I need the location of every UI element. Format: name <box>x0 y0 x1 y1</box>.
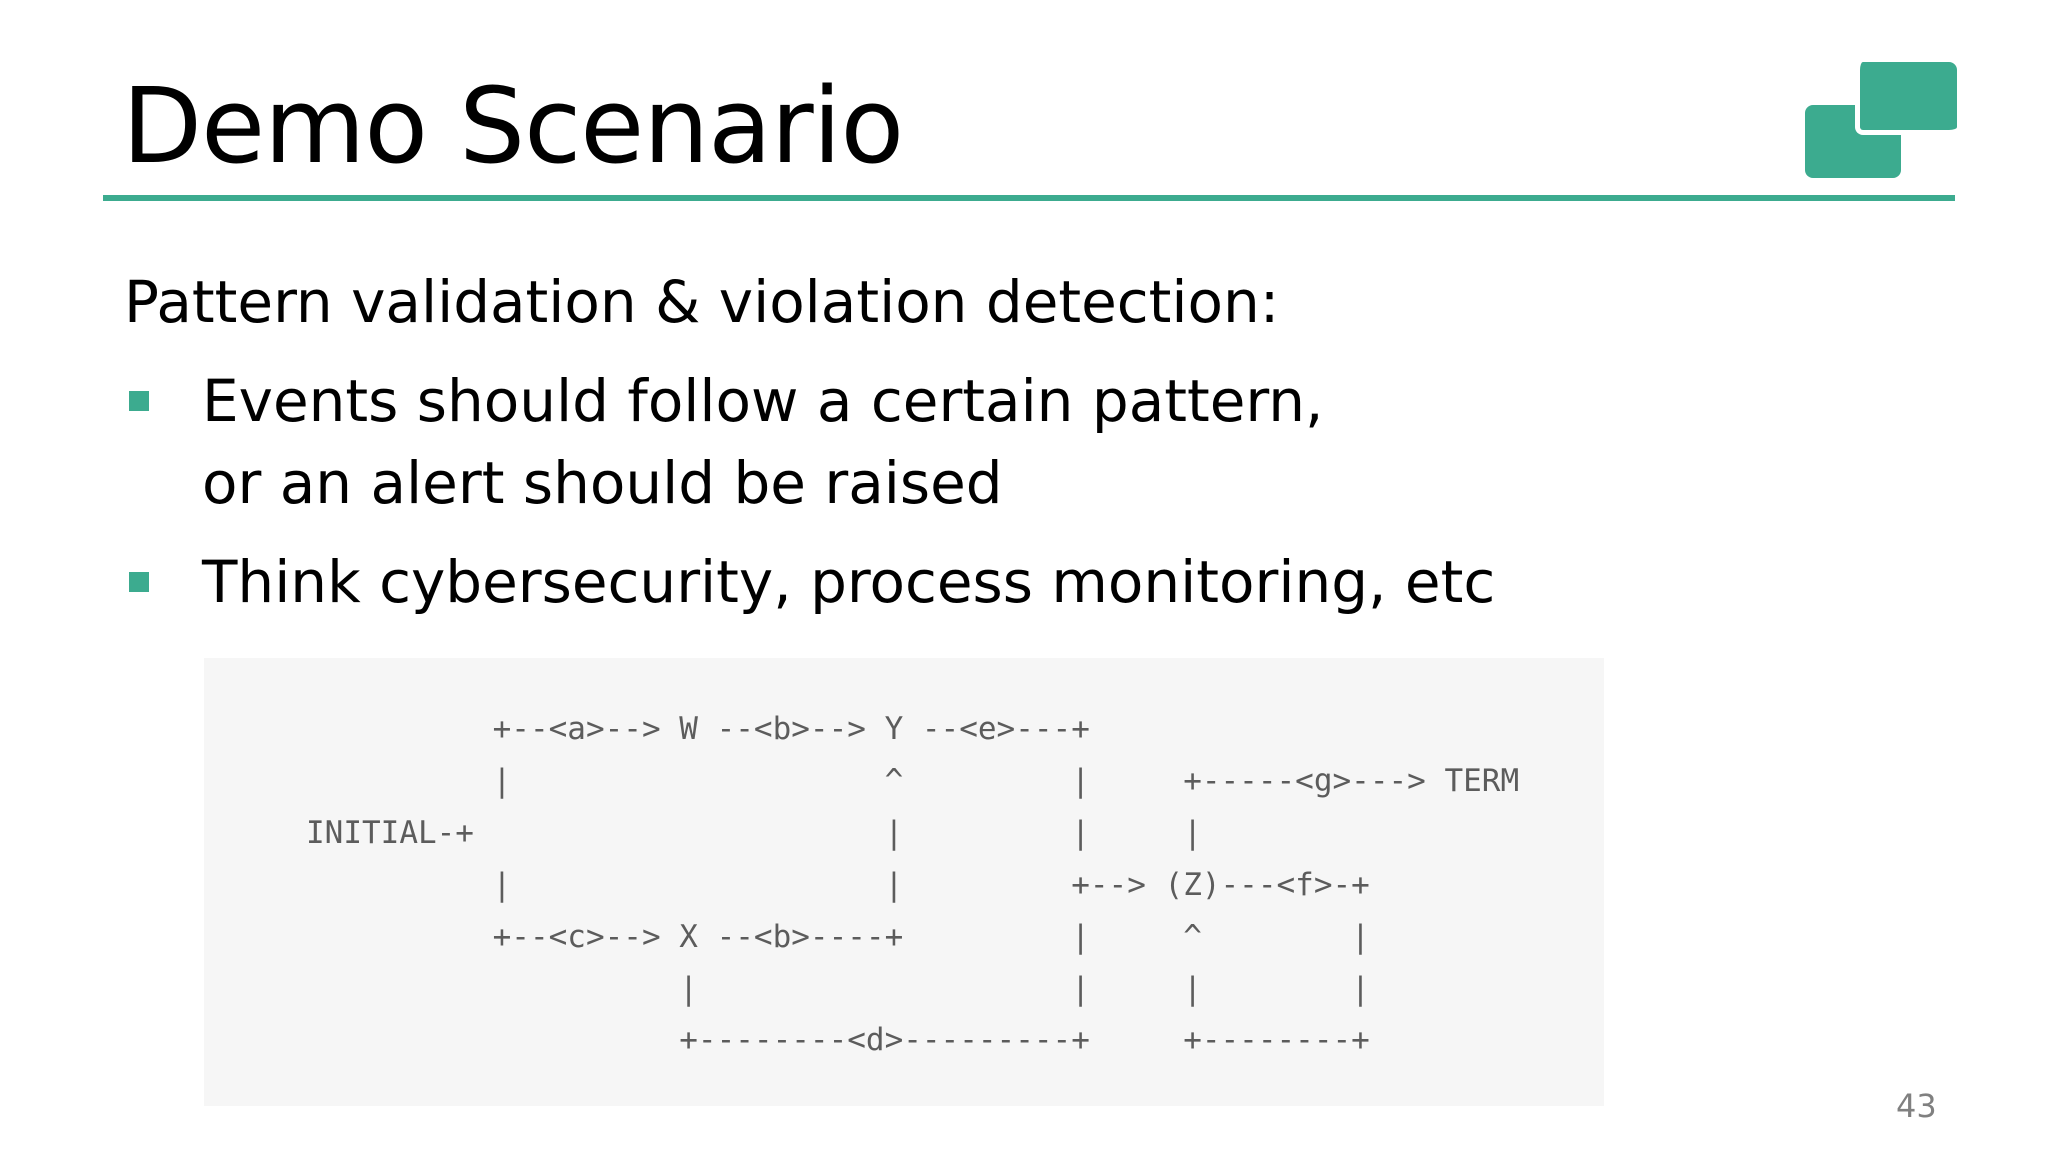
bullet-text: Events should follow a certain pattern, … <box>202 360 1323 524</box>
two-overlapping-rounded-rectangles-logo <box>1805 62 1957 178</box>
bullet-line: Events should follow a certain pattern, <box>202 367 1324 435</box>
logo-back-rectangle <box>1855 62 1957 135</box>
square-bullet-icon <box>129 391 149 411</box>
square-bullet-icon <box>129 572 149 592</box>
bullet-text: Think cybersecurity, process monitoring,… <box>202 541 1495 623</box>
bullet-line: Think cybersecurity, process monitoring,… <box>202 548 1496 616</box>
ascii-state-diagram: +--<a>--> W --<b>--> Y --<e>---+ | ^ | +… <box>306 711 1520 1059</box>
title-divider <box>103 195 1955 201</box>
state-machine-diagram: +--<a>--> W --<b>--> Y --<e>---+ | ^ | +… <box>204 658 1604 1106</box>
intro-text: Pattern validation & violation detection… <box>124 268 1280 336</box>
slide-title: Demo Scenario <box>122 65 904 187</box>
page-number: 43 <box>1896 1087 1937 1125</box>
bullet-line: or an alert should be raised <box>202 449 1003 517</box>
